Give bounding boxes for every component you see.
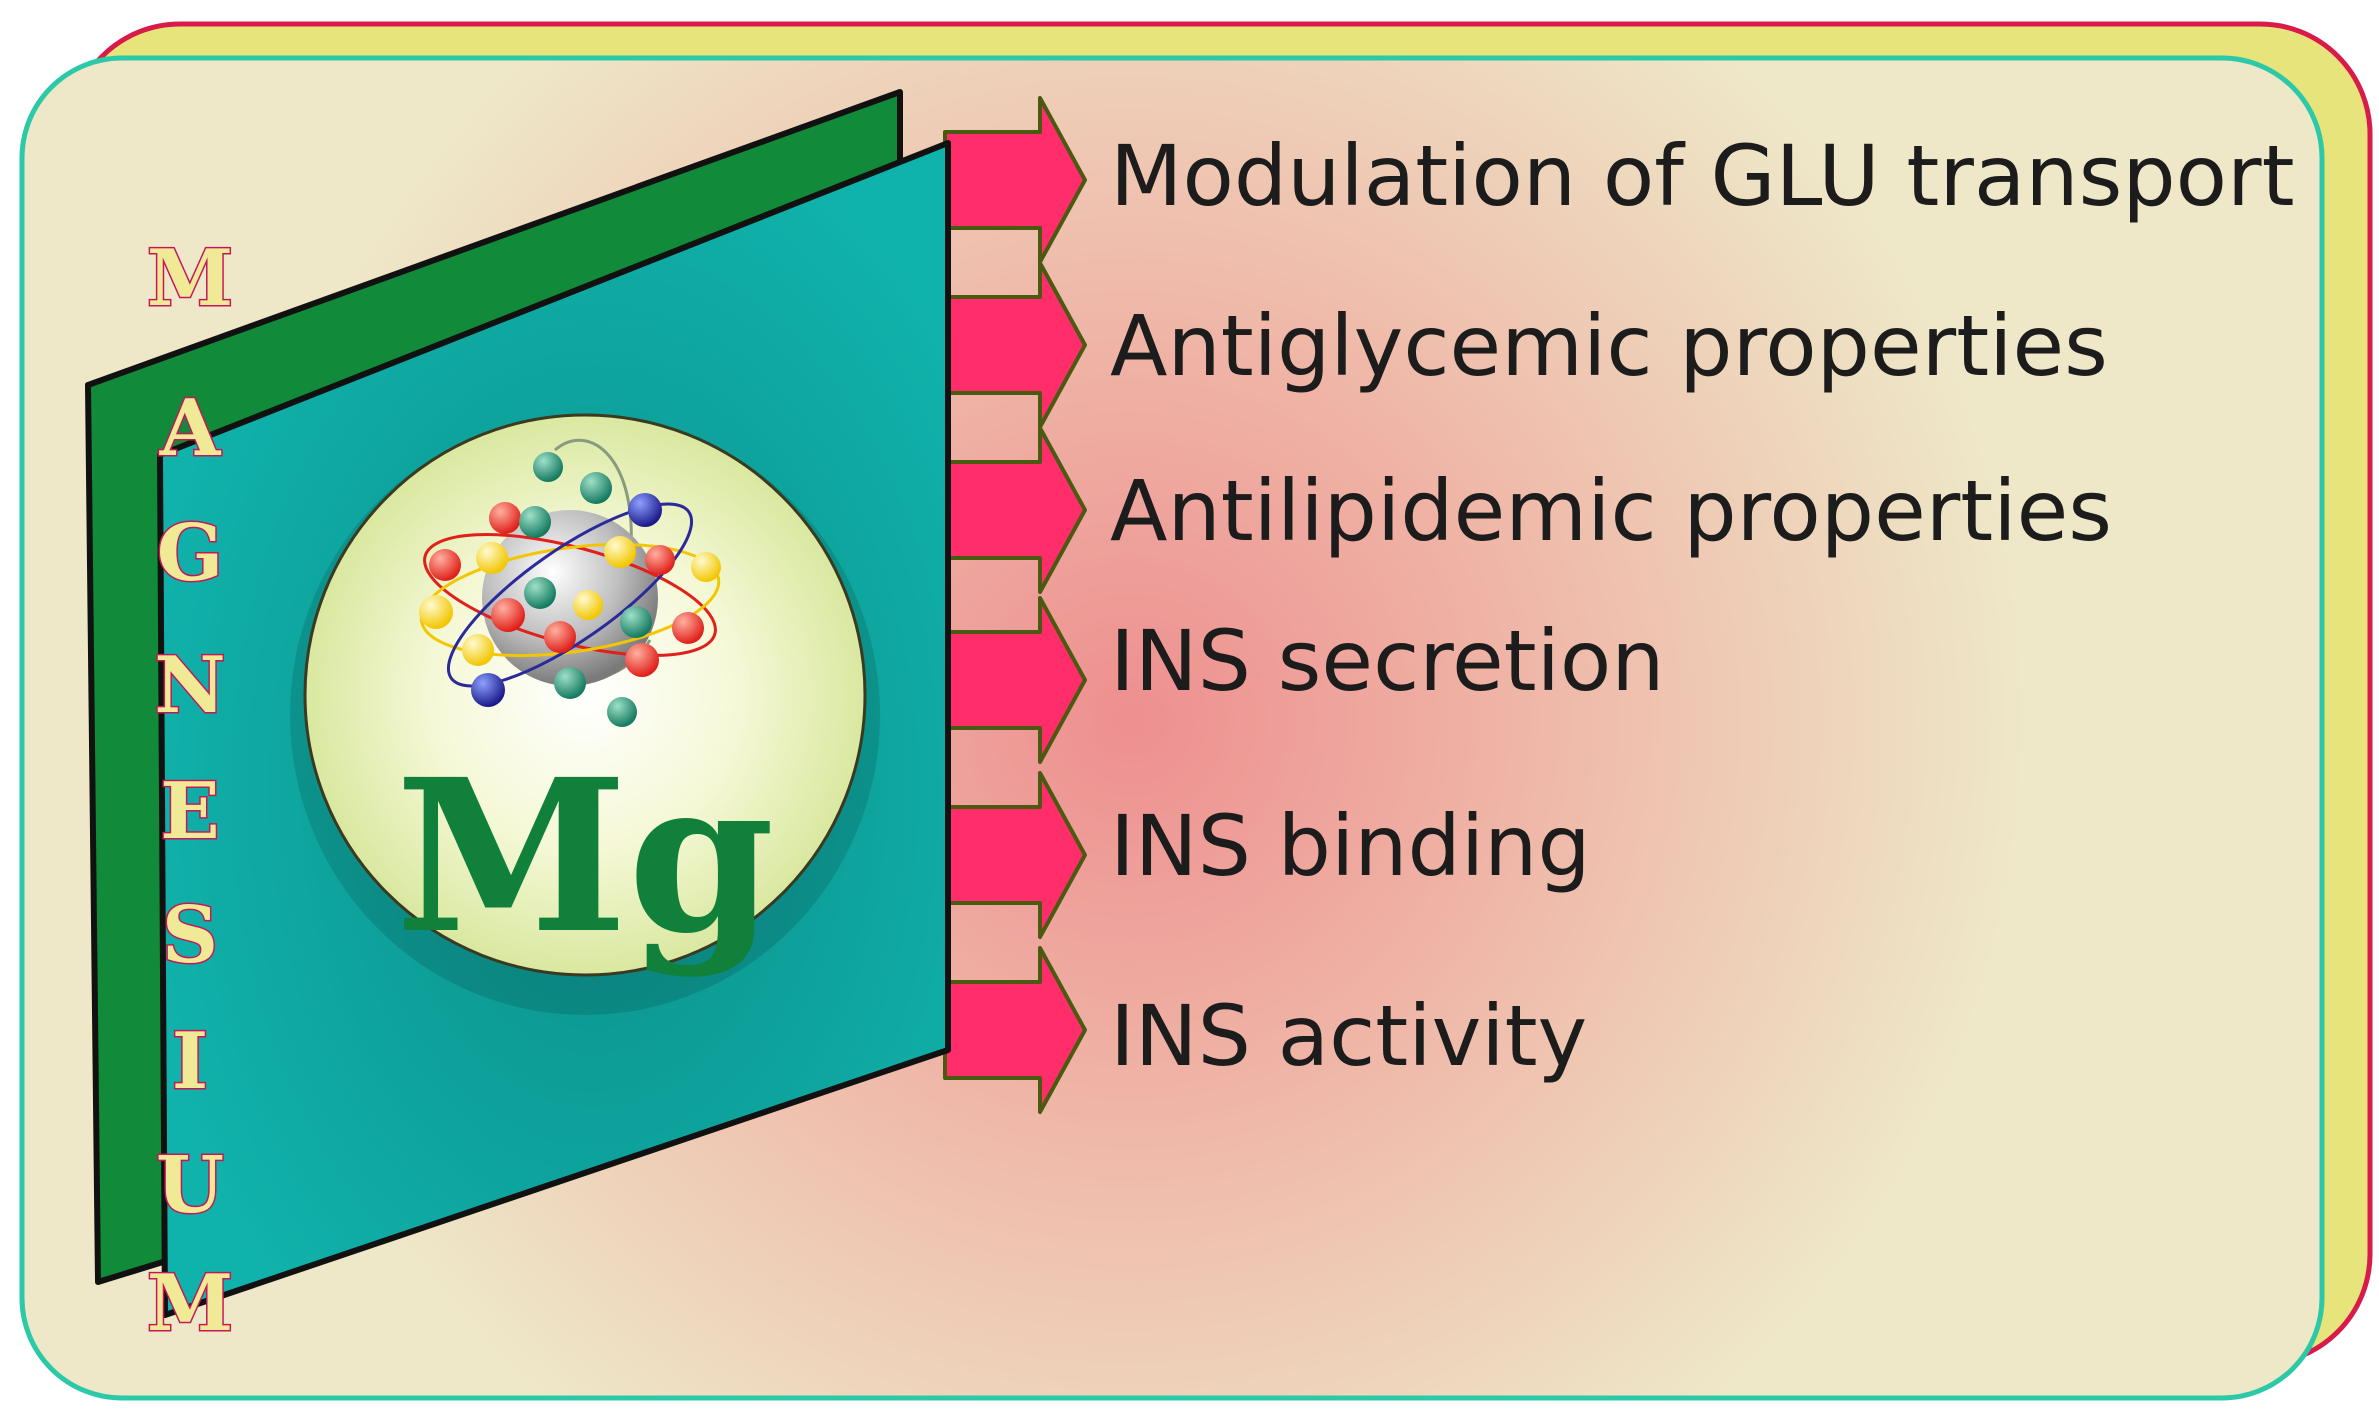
name-letter: M [147, 1258, 233, 1349]
effect-arrow [943, 426, 1087, 594]
name-letter: M [147, 233, 233, 324]
name-letter: U [156, 1140, 224, 1231]
effect-arrow [943, 771, 1087, 939]
effect-label-ins-secretion: INS secretion [1110, 612, 1665, 710]
effect-label-ins-binding: INS binding [1110, 797, 1591, 895]
effect-label-antilipidemic: Antilipidemic properties [1110, 462, 2112, 560]
name-letter: S [162, 890, 218, 981]
effect-label-glu-transport: Modulation of GLU transport [1110, 127, 2295, 225]
effect-label-ins-activity: INS activity [1110, 987, 1587, 1085]
atom-icon [419, 438, 721, 727]
name-letter: G [157, 508, 224, 599]
name-letter: E [160, 766, 219, 857]
effect-arrow [943, 261, 1087, 429]
effect-arrow [943, 946, 1087, 1114]
effect-arrow [943, 96, 1087, 264]
effect-labels: Modulation of GLU transport Antiglycemic… [1110, 127, 2295, 1085]
effect-arrows [943, 96, 1087, 1114]
element-name-vertical: M A G N E S I U M [145, 232, 234, 1351]
element-symbol: Mg [395, 733, 774, 980]
effect-arrow [943, 596, 1087, 764]
name-letter: A [159, 383, 222, 474]
name-letter: I [172, 1016, 209, 1107]
name-letter: N [154, 640, 225, 731]
effect-label-antiglycemic: Antiglycemic properties [1110, 297, 2108, 395]
